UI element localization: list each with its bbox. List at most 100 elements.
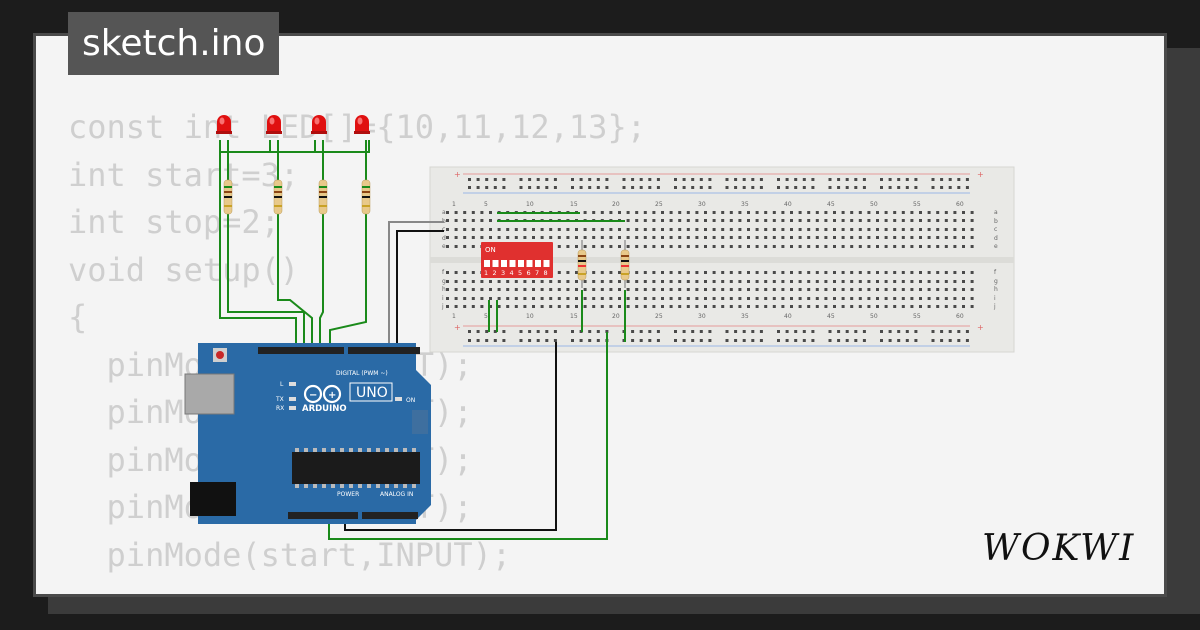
- bb-hole: [695, 288, 699, 291]
- bb-hole: [454, 228, 458, 231]
- arduino-uno[interactable]: − + UNO ARDUINO DIGITAL (PWM ~) POWER AN…: [184, 343, 431, 524]
- led-red[interactable]: [216, 115, 232, 134]
- resistor[interactable]: [577, 240, 587, 288]
- bb-hole: [540, 288, 544, 291]
- bb-hole: [446, 280, 449, 283]
- bb-col-number: 25: [655, 313, 663, 320]
- bb-hole: [626, 236, 630, 239]
- dip-switch[interactable]: ON 1 2 3 4 5 6 7 8: [481, 242, 553, 278]
- bb-hole: [901, 280, 905, 283]
- bb-hole: [807, 228, 811, 231]
- wokwi-logo-text: WOKWI: [982, 528, 1135, 569]
- led-red[interactable]: [266, 115, 282, 134]
- bb-hole: [901, 271, 905, 274]
- resistor[interactable]: [620, 240, 630, 288]
- bb-col-number: 35: [741, 313, 749, 320]
- bb-row-label: j: [441, 303, 444, 310]
- bb-hole: [609, 297, 613, 300]
- bb-hole: [575, 297, 578, 300]
- bb-hole: [596, 330, 600, 333]
- dip-toggle[interactable]: [484, 254, 490, 267]
- dip-toggle[interactable]: [492, 254, 499, 267]
- bb-hole: [691, 330, 695, 333]
- bb-hole: [867, 305, 871, 308]
- bb-hole: [953, 288, 957, 291]
- bb-hole: [712, 236, 716, 239]
- bb-hole: [953, 228, 957, 231]
- dip-number: 5: [518, 269, 522, 277]
- bb-hole: [841, 219, 845, 222]
- bb-hole: [901, 211, 905, 214]
- bb-hole: [772, 271, 776, 274]
- bb-hole: [669, 305, 673, 308]
- bb-hole: [729, 211, 733, 214]
- bb-hole: [661, 305, 664, 308]
- bb-hole: [927, 245, 931, 248]
- bb-hole: [502, 339, 506, 342]
- dip-toggle[interactable]: [518, 254, 524, 267]
- bb-hole: [635, 305, 639, 308]
- bb-hole: [747, 271, 750, 274]
- bb-hole: [557, 280, 561, 283]
- bb-hole: [897, 330, 901, 333]
- bb-hole: [858, 297, 862, 300]
- bb-hole: [837, 178, 841, 181]
- bb-hole: [643, 236, 647, 239]
- resistor[interactable]: [361, 179, 371, 215]
- bb-hole: [785, 178, 789, 181]
- bb-hole: [549, 236, 553, 239]
- dip-toggle[interactable]: [501, 254, 507, 267]
- bb-hole: [485, 330, 489, 333]
- bb-hole: [678, 236, 682, 239]
- bb-hole: [940, 330, 944, 333]
- bb-hole: [811, 339, 815, 342]
- bb-hole: [656, 186, 660, 189]
- bb-hole: [833, 236, 836, 239]
- icsp-header: [412, 410, 428, 434]
- bb-hole: [549, 305, 553, 308]
- bb-hole: [790, 228, 793, 231]
- resistor[interactable]: [318, 179, 328, 215]
- wire: [388, 221, 444, 351]
- chip-pin: [367, 448, 371, 452]
- bb-col-number: 55: [913, 201, 921, 208]
- bb-hole: [497, 297, 501, 300]
- dip-toggle[interactable]: [543, 254, 550, 267]
- bb-hole: [811, 178, 815, 181]
- power-jack: [190, 482, 236, 516]
- bb-hole: [893, 288, 897, 291]
- bb-hole: [893, 219, 897, 222]
- dip-toggle-knob: [526, 254, 533, 260]
- bb-hole: [824, 245, 828, 248]
- bb-hole: [583, 288, 587, 291]
- bb-hole: [545, 186, 549, 189]
- bb-row-label: a: [442, 209, 446, 216]
- led-red[interactable]: [311, 115, 327, 134]
- resistor[interactable]: [273, 179, 283, 215]
- dip-toggle[interactable]: [509, 254, 516, 267]
- bb-hole: [833, 271, 836, 274]
- bb-hole: [528, 186, 532, 189]
- bb-hole: [764, 305, 768, 308]
- bb-hole: [729, 305, 733, 308]
- bb-hole: [575, 228, 578, 231]
- bb-hole: [962, 297, 965, 300]
- bb-hole: [600, 271, 604, 274]
- bb-hole: [540, 236, 544, 239]
- bb-hole: [858, 219, 862, 222]
- bb-hole: [738, 271, 742, 274]
- bb-hole: [639, 330, 643, 333]
- bb-hole: [867, 297, 871, 300]
- bb-hole: [661, 228, 664, 231]
- bb-hole: [772, 219, 776, 222]
- dip-toggle[interactable]: [535, 254, 541, 267]
- bb-hole: [919, 211, 922, 214]
- led-red[interactable]: [354, 115, 370, 134]
- code-line: {: [68, 298, 88, 336]
- dip-toggle[interactable]: [526, 254, 533, 267]
- resistor[interactable]: [223, 179, 233, 215]
- bb-hole: [884, 228, 888, 231]
- bb-hole: [867, 228, 871, 231]
- bb-hole: [514, 236, 518, 239]
- file-name-tab[interactable]: sketch.ino: [68, 12, 280, 75]
